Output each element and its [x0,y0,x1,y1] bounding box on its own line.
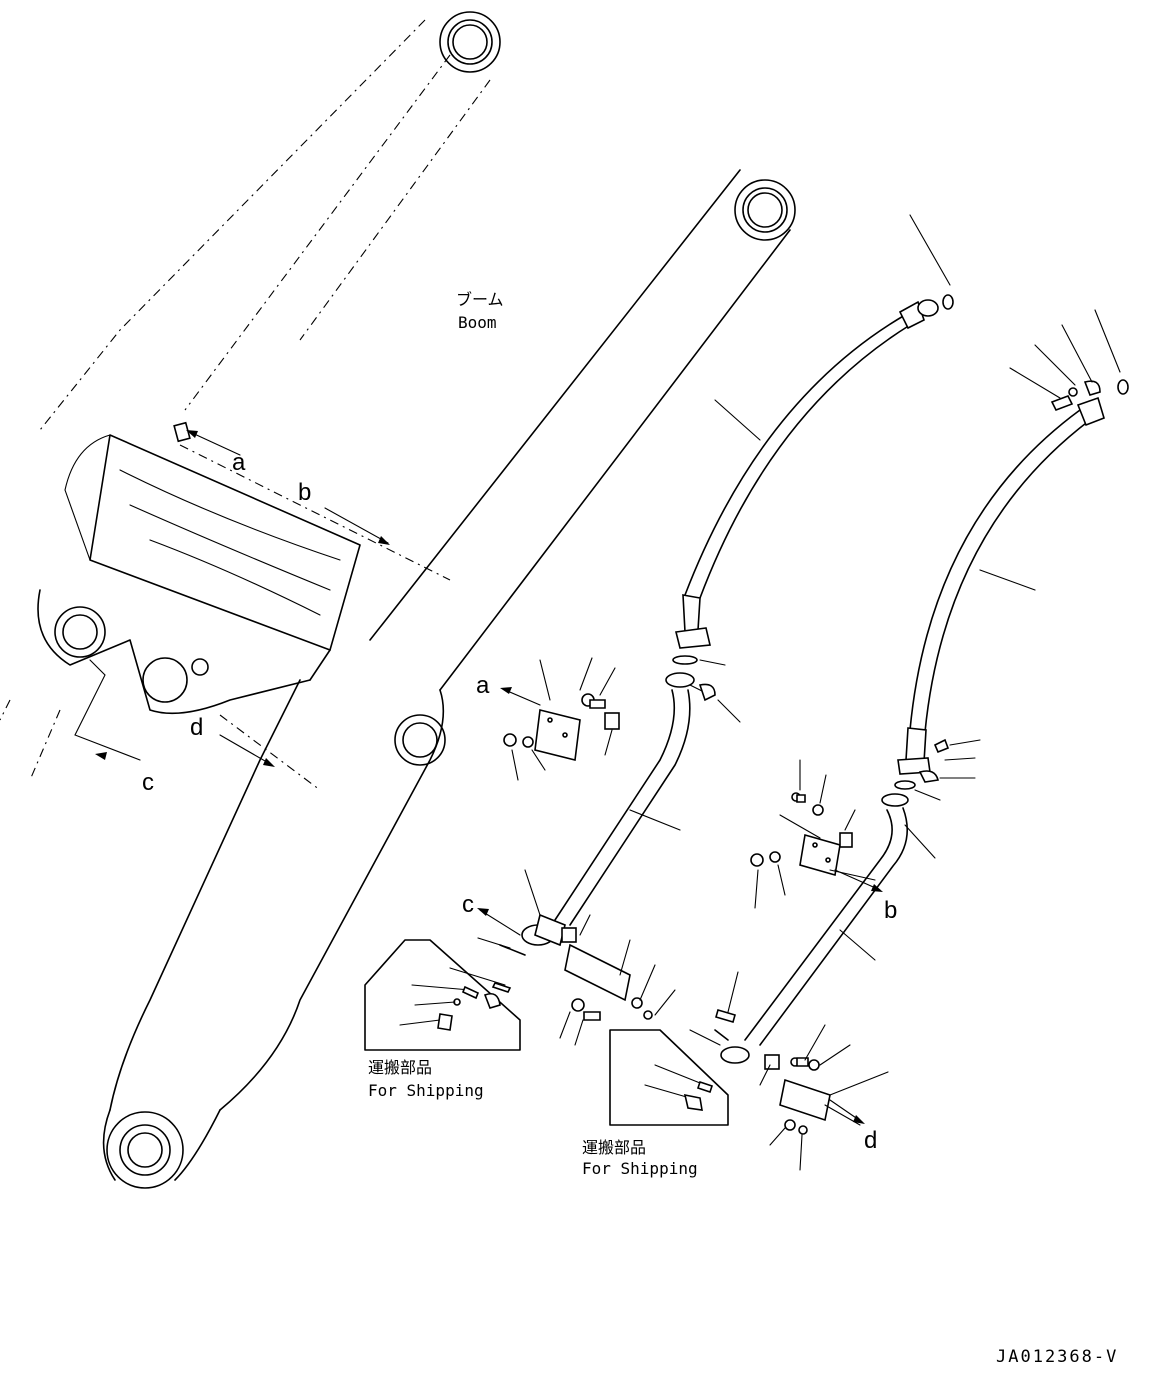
shipping-label-right-en: For Shipping [582,1159,698,1178]
callout-c-boom: c [142,769,154,796]
boom-callouts [74,430,390,767]
hose-assembly-left [672,214,954,666]
callout-a-boom: a [232,449,246,476]
shipping-label-right-jp: 運搬部品 [582,1138,646,1157]
shipping-label-left-en: For Shipping [368,1081,484,1100]
pipe-left [477,657,741,1046]
drawing-code: JA012368-V [996,1347,1118,1367]
callout-b-boom: b [298,479,311,506]
callout-d-parts: d [864,1127,877,1154]
shipping-box-left [364,939,521,1051]
callout-a-parts: a [476,672,490,699]
callout-c-parts: c [462,891,474,918]
shipping-box-right [609,1029,729,1126]
pipe-right [689,759,936,1171]
hose-assembly-right [894,309,1129,801]
shipping-label-left-jp: 運搬部品 [368,1058,432,1077]
boom-outline [0,11,796,1189]
callout-d-boom: d [190,714,203,741]
boom-label-jp: ブーム [456,290,504,309]
callout-b-parts: b [884,897,897,924]
boom-label-en: Boom [458,313,497,332]
